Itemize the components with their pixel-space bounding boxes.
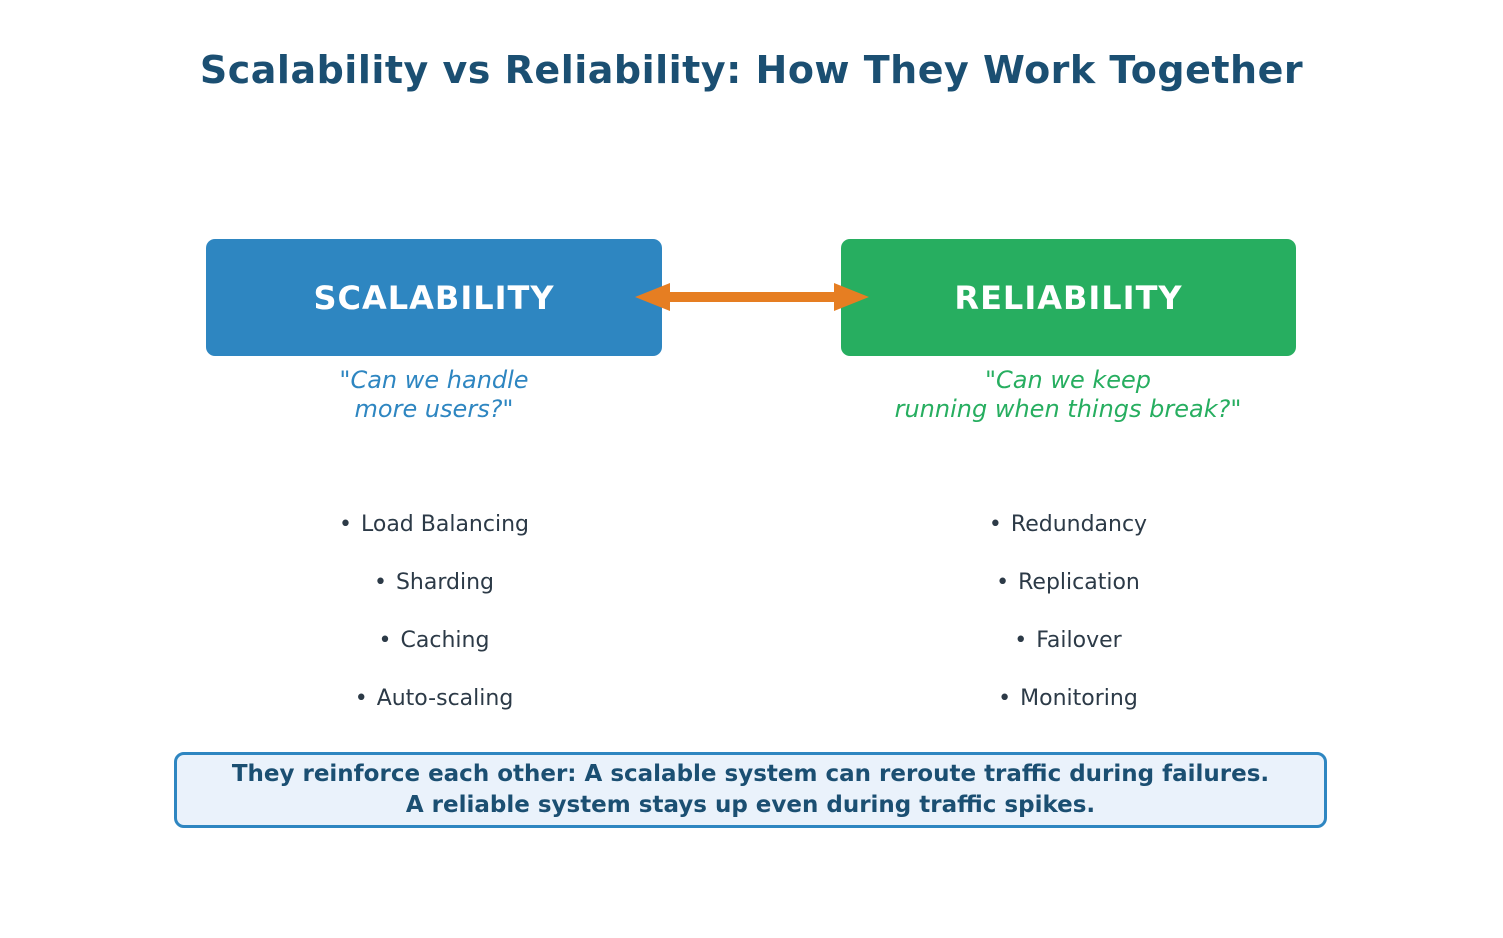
reliability-bullet-list: • Redundancy • Replication • Failover • Moni… [868, 510, 1268, 742]
reliability-quote-line2: running when things break?" [894, 395, 1242, 423]
scalability-quote-line1: "Can we handle [339, 366, 529, 394]
scalability-bullet-label: Load Balancing [360, 512, 529, 537]
page-title: Scalability vs Reliability: How They Wor… [199, 48, 1304, 92]
scalability-bullet-list: • Load Balancing • Sharding • Caching • Auto… [234, 510, 634, 742]
bullet-icon: • [998, 686, 1012, 711]
reliability-bullet-label: Monitoring [1020, 686, 1138, 711]
scalability-quote-line2: more users?" [354, 395, 514, 423]
bullet-icon: • [378, 628, 392, 653]
bullet-icon: • [1014, 628, 1028, 653]
reliability-quote-line1: "Can we keep [984, 366, 1152, 394]
bullet-icon: • [996, 570, 1010, 595]
reliability-bullet-label: Redundancy [1010, 512, 1148, 537]
summary-callout: They reinforce each other: A scalable sy… [174, 752, 1327, 828]
scalability-box: SCALABILITY [206, 239, 662, 356]
bullet-icon: • [339, 512, 352, 537]
bullet-icon: • [373, 570, 387, 595]
scalability-bullet-label: Sharding [395, 570, 495, 595]
scalability-box-label: SCALABILITY [313, 278, 555, 317]
reliability-bullet-label: Replication [1018, 570, 1140, 595]
scalability-bullet-label: Caching [400, 628, 490, 653]
bullet-icon: • [988, 512, 1002, 537]
reliability-quote: "Can we keep running when things break?" [793, 366, 1343, 424]
list-item: • Failover [868, 626, 1268, 656]
reliability-box-label: RELIABILITY [954, 278, 1183, 317]
list-item: • Load Balancing [234, 510, 634, 540]
list-item: • Redundancy [868, 510, 1268, 540]
list-item: • Caching [234, 626, 634, 656]
reliability-bullet-label: Failover [1036, 628, 1122, 653]
summary-line2: A reliable system stays up even during t… [405, 792, 1096, 818]
bullet-icon: • [354, 686, 368, 711]
list-item: • Replication [868, 568, 1268, 598]
list-item: • Monitoring [868, 684, 1268, 714]
scalability-quote: "Can we handle more users?" [206, 366, 662, 424]
double-arrow-icon [635, 283, 869, 311]
list-item: • Auto-scaling [234, 684, 634, 714]
scalability-bullet-label: Auto-scaling [376, 686, 514, 711]
summary-line1: They reinforce each other: A scalable sy… [231, 761, 1270, 787]
list-item: • Sharding [234, 568, 634, 598]
reliability-box: RELIABILITY [841, 239, 1296, 356]
